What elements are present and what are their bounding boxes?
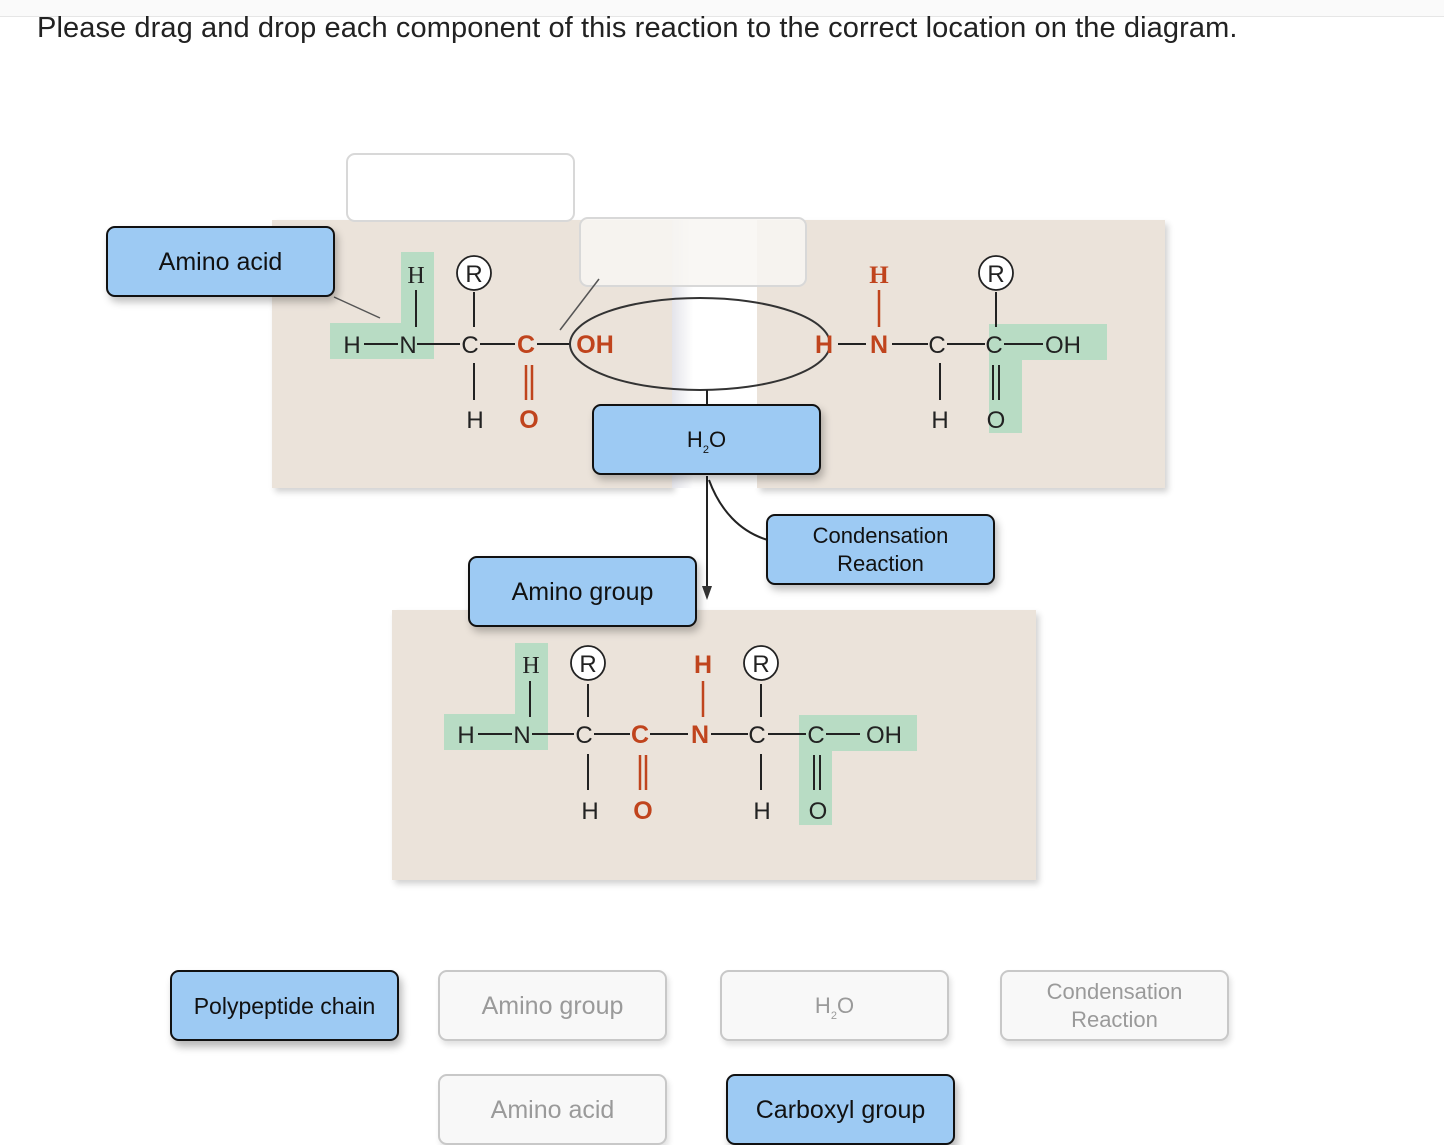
- drop-zone-2[interactable]: [579, 217, 807, 287]
- label-text: Polypeptide chain: [193, 992, 376, 1019]
- bank-item-condensation-reaction: Condensation Reaction: [1000, 970, 1229, 1041]
- arrow-head: [702, 586, 712, 600]
- placed-label-condensation-reaction[interactable]: Condensation Reaction: [766, 514, 995, 585]
- bank-item-amino-group: Amino group: [438, 970, 667, 1041]
- label-text: Reaction: [1071, 1006, 1158, 1032]
- drop-zone-1[interactable]: [346, 153, 575, 222]
- bank-item-polypeptide-chain[interactable]: Polypeptide chain: [170, 970, 399, 1041]
- label-text: H2O: [814, 992, 855, 1022]
- label-text: H2O: [686, 426, 727, 456]
- bank-item-water: H2O: [720, 970, 949, 1041]
- dipeptide-panel: [392, 610, 1036, 880]
- label-text: Amino acid: [158, 247, 283, 276]
- placed-label-amino-acid[interactable]: Amino acid: [106, 226, 335, 297]
- label-text: Reaction: [837, 550, 924, 576]
- top-bar: [0, 0, 1444, 17]
- bank-item-amino-acid: Amino acid: [438, 1074, 667, 1145]
- question-prompt: Please drag and drop each component of t…: [37, 12, 1238, 44]
- label-text: Condensation: [812, 522, 949, 548]
- bank-item-carboxyl-group[interactable]: Carboxyl group: [726, 1074, 955, 1145]
- placed-label-amino-group[interactable]: Amino group: [468, 556, 697, 627]
- label-text: Amino group: [511, 577, 654, 606]
- label-text: Carboxyl group: [755, 1095, 926, 1124]
- placed-label-water[interactable]: H2O: [592, 404, 821, 475]
- label-text: Amino group: [481, 991, 624, 1020]
- label-text: Condensation: [1046, 978, 1183, 1004]
- label-text: Amino acid: [490, 1095, 615, 1124]
